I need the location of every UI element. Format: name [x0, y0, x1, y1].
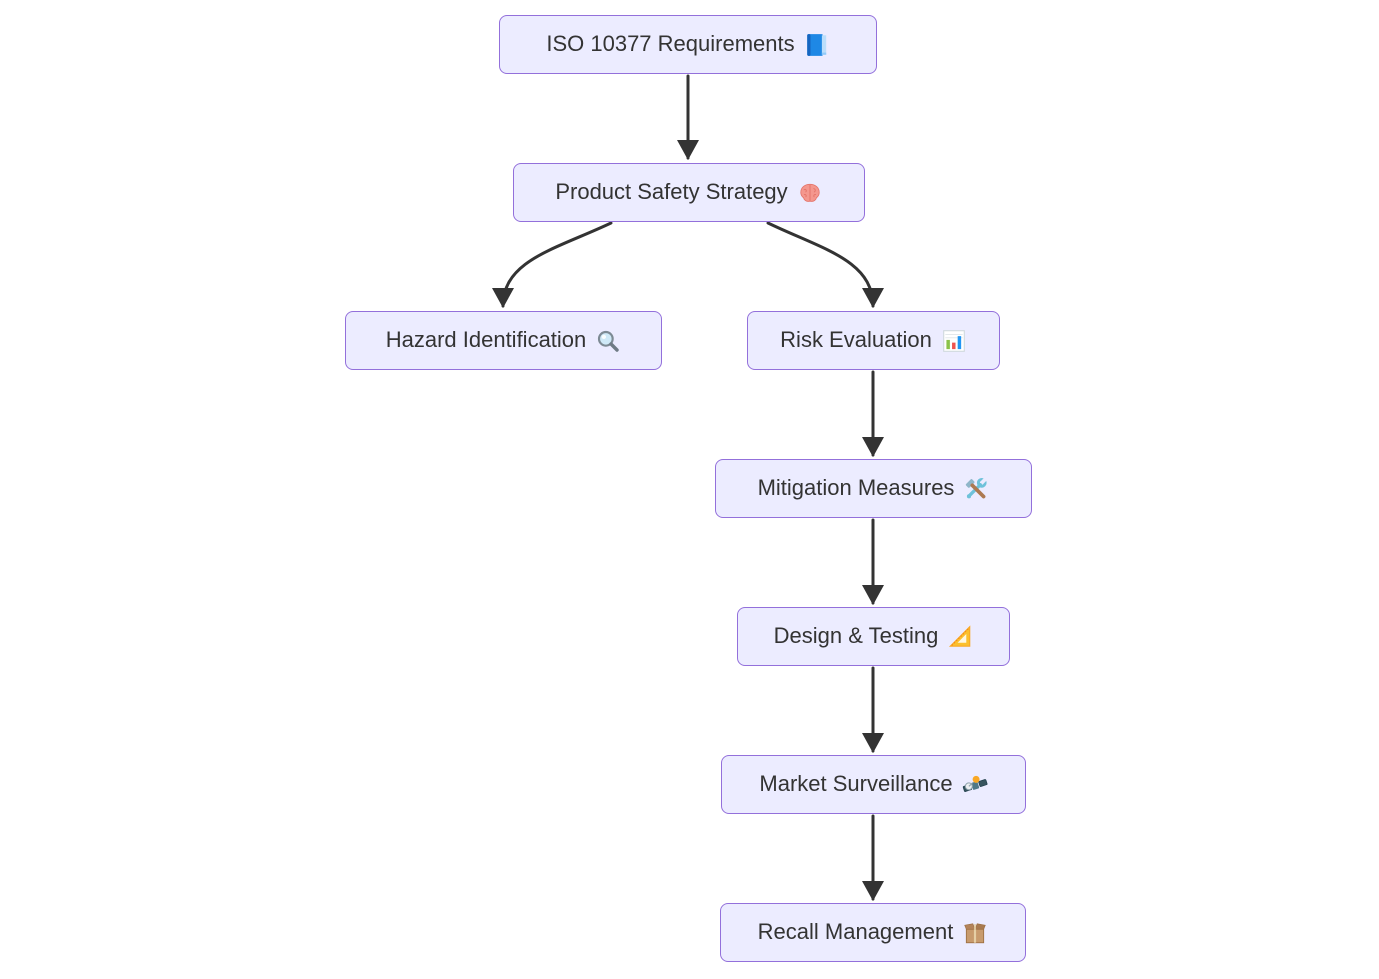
package-icon	[962, 920, 988, 946]
triangular-ruler-icon	[947, 624, 973, 650]
satellite-icon	[962, 772, 988, 798]
node-label: Market Surveillance	[759, 770, 953, 796]
node-label: Product Safety Strategy	[555, 178, 788, 204]
hammer-and-wrench-icon	[963, 475, 989, 502]
blue-book-icon	[804, 32, 830, 58]
node-mitigation-measures: Mitigation Measures	[715, 459, 1032, 518]
node-product-safety-strategy: Product Safety Strategy	[513, 163, 865, 222]
node-market-surveillance: Market Surveillance	[721, 755, 1026, 814]
node-risk-evaluation: Risk Evaluation	[747, 311, 1000, 370]
edge-strategy-to-hazard	[492, 221, 613, 308]
bar-chart-icon	[941, 328, 967, 354]
node-label: Recall Management	[757, 918, 954, 944]
node-label: Design & Testing	[773, 622, 939, 648]
node-label: Risk Evaluation	[780, 326, 932, 352]
brain-icon	[797, 180, 823, 206]
node-label: Hazard Identification	[385, 326, 587, 352]
node-label: Mitigation Measures	[757, 474, 955, 500]
node-recall-management: Recall Management	[720, 903, 1026, 962]
magnifying-glass-icon	[595, 328, 621, 354]
edge-strategy-to-risk	[766, 221, 884, 308]
node-iso-10377-requirements: ISO 10377 Requirements	[499, 15, 877, 74]
node-hazard-identification: Hazard Identification	[345, 311, 662, 370]
node-label: ISO 10377 Requirements	[546, 30, 795, 56]
node-design-and-testing: Design & Testing	[737, 607, 1010, 666]
